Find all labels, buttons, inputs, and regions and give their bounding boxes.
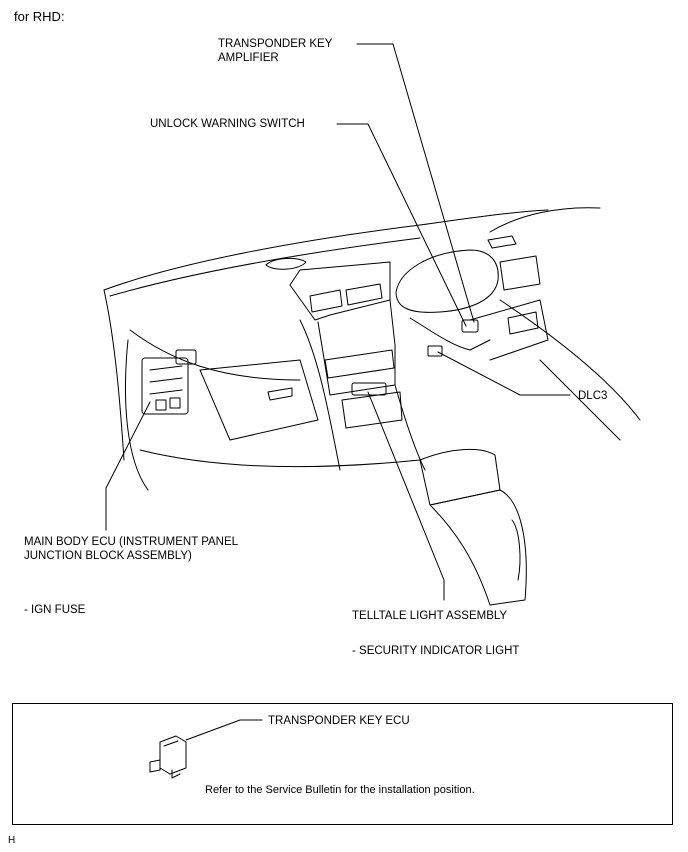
left-pillar	[103, 289, 125, 461]
kick-panel-left	[125, 339, 149, 491]
variant-heading: for RHD:	[14, 9, 65, 24]
label-ign-fuse: - IGN FUSE	[24, 604, 86, 616]
center-vent-right	[345, 283, 383, 306]
dash-top-edge-inner	[109, 237, 421, 297]
console-side-right	[394, 384, 426, 471]
center-vent-left	[309, 289, 343, 313]
right-vent-top	[487, 235, 517, 249]
center-stack-lower	[317, 299, 396, 396]
label-security-indicator-light: - SECURITY INDICATOR LIGHT	[352, 645, 520, 657]
label-transponder-key-amplifier-line2: AMPLIFIER	[218, 52, 279, 64]
leader-telltale	[367, 391, 445, 601]
glovebox-handle	[267, 387, 293, 401]
label-unlock-warning-switch: UNLOCK WARNING SWITCH	[150, 118, 305, 130]
defroster-vent	[265, 257, 307, 270]
label-transponder-key-ecu: TRANSPONDER KEY ECU	[268, 715, 410, 727]
leader-unlock-switch	[336, 123, 467, 327]
figure-code: H	[8, 835, 16, 846]
label-main-body-ecu-line1: MAIN BODY ECU (INSTRUMENT PANEL	[24, 536, 239, 548]
windshield-edge	[489, 207, 601, 233]
inset-box	[12, 703, 673, 825]
left-dash-face	[129, 329, 301, 381]
right-trim-2	[539, 359, 621, 441]
console-armrest	[419, 448, 501, 506]
label-telltale-light-assembly: TELLTALE LIGHT ASSEMBLY	[352, 610, 508, 622]
steering-column	[409, 317, 491, 351]
right-dash-vent	[499, 255, 541, 291]
junction-block-icon	[141, 349, 197, 415]
center-panel-box	[324, 349, 395, 379]
right-dash-pocket	[507, 311, 539, 335]
seat-pocket	[511, 519, 521, 581]
transponder-ecu-icon	[149, 735, 187, 779]
leader-dlc3	[437, 351, 571, 396]
telltale-housing	[341, 391, 403, 429]
console-side-left	[299, 319, 341, 471]
label-dlc3: DLC3	[578, 390, 608, 402]
leader-transponder-ecu	[185, 719, 263, 741]
leader-transponder-amp	[356, 43, 475, 323]
inset-note: Refer to the Service Bulletin for the in…	[205, 784, 475, 796]
dash-top-edge	[103, 209, 549, 291]
right-trim	[499, 299, 641, 421]
label-transponder-key-amplifier-line1: TRANSPONDER KEY	[218, 38, 333, 50]
label-main-body-ecu-line2: JUNCTION BLOCK ASSEMBLY)	[24, 550, 192, 562]
dlc3-component	[427, 345, 443, 357]
right-dash-lower	[469, 299, 549, 361]
floor-line	[139, 449, 421, 468]
leader-main-body-ecu	[105, 401, 151, 531]
glovebox-lid	[199, 359, 319, 441]
seat-back	[429, 489, 527, 606]
transponder-amplifier-component	[461, 319, 479, 333]
meter-hood	[395, 249, 499, 313]
